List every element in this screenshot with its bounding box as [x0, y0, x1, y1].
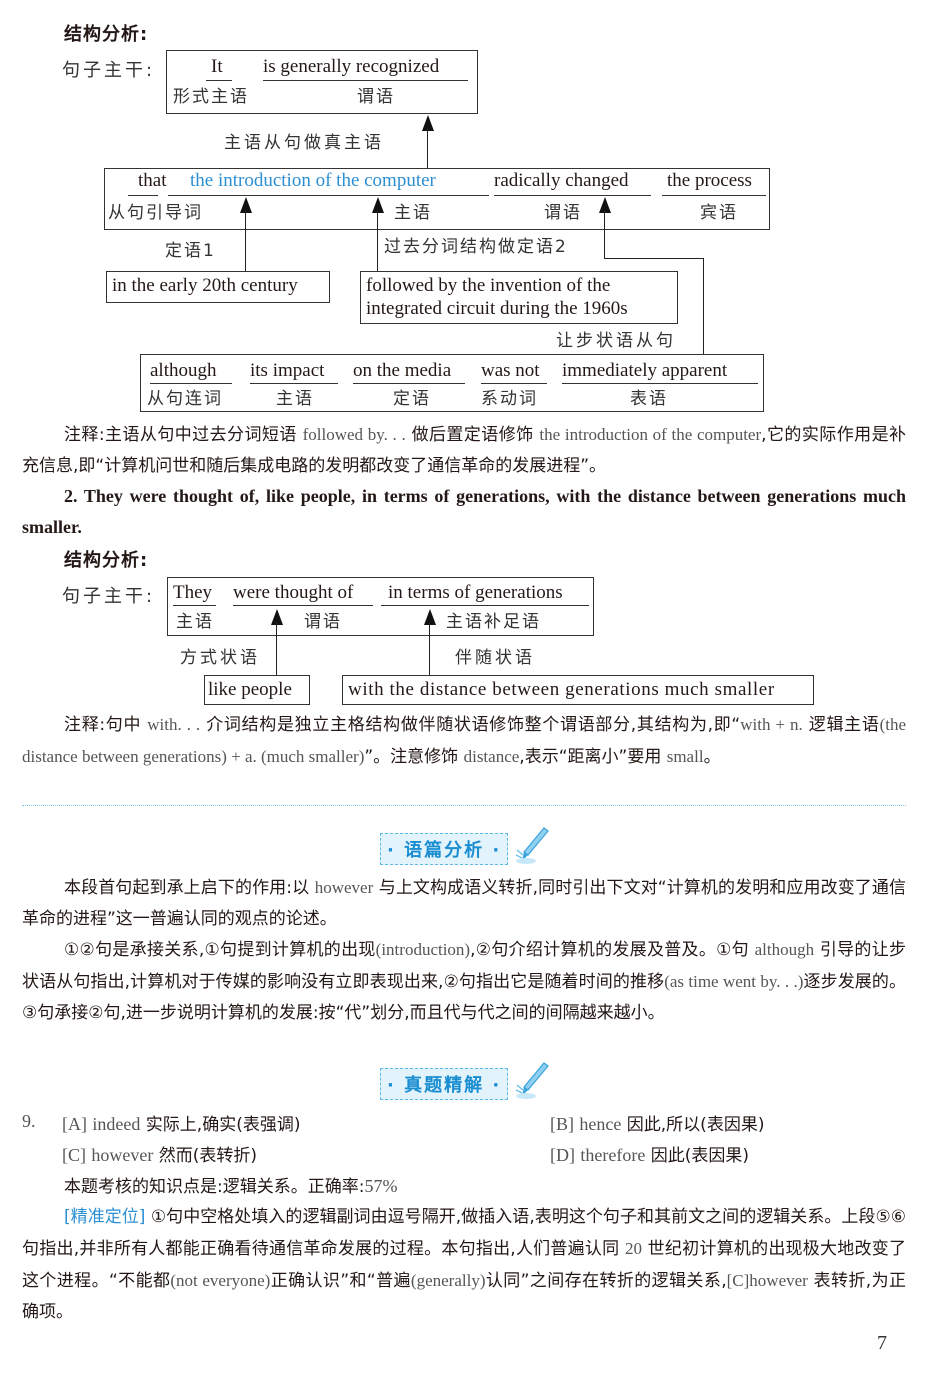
- pen-icon: [515, 827, 549, 864]
- role-linking-verb: 系动词: [481, 389, 538, 409]
- underline: [250, 383, 338, 384]
- option-c: [C] however 然而(表转折): [62, 1145, 258, 1166]
- attr2-label: 过去分词结构做定语2: [384, 237, 568, 257]
- subject-clause-box: [104, 168, 770, 230]
- connector-line: [604, 210, 605, 259]
- role-attribute: 定语: [393, 389, 431, 409]
- role-subject-complement: 主语补足语: [446, 612, 541, 632]
- word-was-not: was not: [481, 360, 540, 381]
- underline: [128, 195, 158, 196]
- page-number: 7: [877, 1332, 887, 1354]
- role-predicate: 谓语: [544, 203, 582, 223]
- attr1-label: 定语1: [165, 241, 216, 261]
- main-clause-box-2: [167, 577, 594, 636]
- connector-line: [429, 622, 430, 676]
- attr2-text-line1: followed by the invention of the: [366, 275, 611, 296]
- exam-explanation-tag: · 真题精解 ·: [380, 1068, 509, 1100]
- word-in-terms-of-generations: in terms of generations: [388, 582, 563, 603]
- pen-icon: [515, 1062, 549, 1099]
- connector-line: [377, 210, 378, 272]
- attr1-text: in the early 20th century: [112, 275, 298, 296]
- arrow-up-icon: [372, 197, 384, 213]
- word-they: They: [173, 582, 213, 603]
- explanation-paragraph: [精准定位] ①句中空格处填入的逻辑副词由逗号隔开,做插入语,表明这个句子和其前…: [22, 1207, 907, 1322]
- attr2-text-line2: integrated circuit during the 1960s: [366, 298, 628, 319]
- discourse-paragraph-2: ①②句是承接关系,①句提到计算机的出现(introduction),②句介绍计算…: [22, 940, 907, 1023]
- manner-label: 方式状语: [180, 648, 260, 668]
- link-label-true-subject: 主语从句做真主语: [224, 133, 384, 153]
- word-the-introduction-of-the-computer: the introduction of the computer: [190, 170, 436, 191]
- arrow-up-icon: [424, 609, 436, 625]
- question-number: 9.: [22, 1111, 36, 1131]
- concession-label: 让步状语从句: [556, 331, 676, 351]
- word-radically-changed: radically changed: [494, 170, 629, 191]
- underline: [353, 383, 465, 384]
- main-clause-label-2: 句子主干:: [62, 586, 156, 607]
- main-clause-box-1: [166, 50, 478, 114]
- word-were-thought-of: were thought of: [233, 582, 354, 603]
- role-clause-introducer: 从句引导词: [108, 203, 203, 223]
- option-d: [D] therefore 因此(表因果): [550, 1145, 750, 1166]
- arrow-up-icon: [422, 115, 434, 131]
- attr2-box: [360, 271, 678, 324]
- note-paragraph-2: 注释:句中 with. . . 介词结构是独立主格结构做伴随状语修饰整个谓语部分…: [22, 715, 906, 767]
- role-subject: 主语: [176, 612, 214, 632]
- precise-locate-tag: [精准定位]: [64, 1207, 146, 1227]
- underline: [173, 605, 216, 606]
- section-divider: [22, 805, 906, 806]
- accompany-box: [342, 675, 814, 705]
- knowledge-point: 本题考核的知识点是:逻辑关系。正确率:57%: [64, 1176, 398, 1197]
- accuracy-value: 57%: [364, 1176, 398, 1196]
- discourse-analysis-tag: · 语篇分析 ·: [380, 833, 509, 865]
- connector-line: [245, 210, 246, 272]
- role-formal-subject: 形式主语: [173, 87, 249, 107]
- option-a: [A] indeed 实际上,确实(表强调): [62, 1114, 301, 1135]
- word-that: that: [138, 170, 167, 191]
- option-b: [B] hence 因此,所以(表因果): [550, 1114, 765, 1135]
- connector-line: [703, 258, 704, 355]
- word-it: It: [211, 56, 223, 77]
- underline: [381, 605, 589, 606]
- note-paragraph-1: 注释:主语从句中过去分词短语 followed by. . . 做后置定语修饰 …: [22, 425, 907, 476]
- connector-line: [604, 258, 704, 259]
- arrow-up-icon: [240, 197, 252, 213]
- role-subject: 主语: [394, 203, 432, 223]
- underline: [206, 80, 232, 81]
- word-immediately-apparent: immediately apparent: [562, 360, 728, 381]
- role-predicate: 谓语: [304, 612, 342, 632]
- word-although: although: [150, 360, 217, 381]
- role-object: 宾语: [700, 203, 738, 223]
- word-the-process: the process: [667, 170, 752, 191]
- word-on-the-media: on the media: [353, 360, 452, 381]
- word-its-impact: its impact: [250, 360, 325, 381]
- arrow-up-icon: [599, 197, 611, 213]
- structure-heading-2: 结构分析:: [64, 550, 149, 571]
- underline: [662, 195, 766, 196]
- underline: [562, 383, 758, 384]
- role-conjunction: 从句连词: [147, 389, 223, 409]
- role-predicative: 表语: [630, 389, 668, 409]
- attr1-box: [106, 271, 330, 303]
- connector-line: [427, 128, 428, 168]
- sentence-2: 2. They were thought of, like people, in…: [22, 486, 906, 537]
- underline: [494, 195, 651, 196]
- role-subject: 主语: [276, 389, 314, 409]
- arrow-up-icon: [271, 609, 283, 625]
- underline: [168, 195, 489, 196]
- discourse-paragraph-1: 本段首句起到承上启下的作用:以 however 与上文构成语义转折,同时引出下文…: [22, 878, 906, 929]
- underline: [481, 383, 547, 384]
- accompany-text: with the distance between generations mu…: [348, 679, 775, 700]
- connector-line: [276, 622, 277, 676]
- underline: [233, 605, 373, 606]
- structure-heading-1: 结构分析:: [64, 24, 149, 45]
- main-clause-label-1: 句子主干:: [62, 60, 156, 81]
- word-is-generally-recognized: is generally recognized: [263, 56, 440, 77]
- role-predicate: 谓语: [357, 87, 395, 107]
- underline: [263, 80, 468, 81]
- manner-box: [204, 675, 310, 705]
- underline: [150, 383, 232, 384]
- manner-text: like people: [208, 679, 292, 700]
- accompany-label: 伴随状语: [455, 648, 535, 668]
